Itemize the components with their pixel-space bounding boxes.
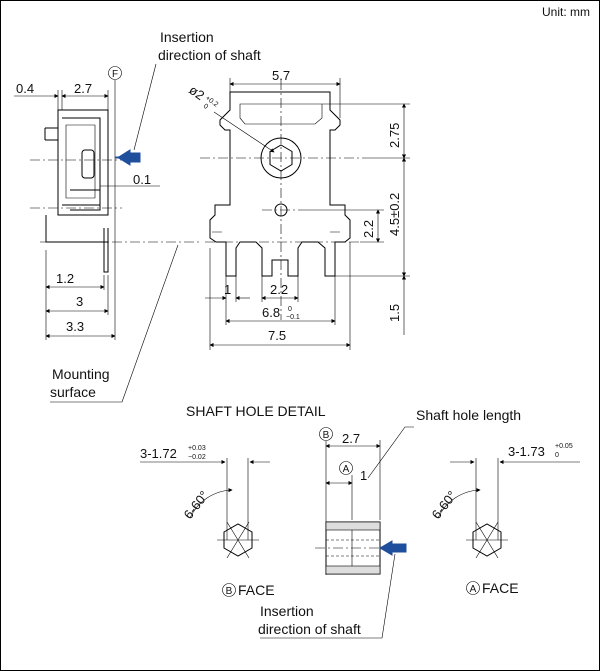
dim-phi2-tol-dn: 0 — [202, 103, 209, 111]
dim-1-detail: 1 — [360, 468, 367, 483]
hex-a-tol-dn: 0 — [555, 452, 559, 459]
dim-2-75: 2.75 — [387, 123, 402, 148]
dim-7-5: 7.5 — [268, 328, 286, 343]
shaft-hole-length-label: Shaft hole length — [416, 407, 521, 423]
insertion-arrow-bottom — [379, 540, 407, 556]
dim-2-2-horizontal: 2.2 — [270, 282, 288, 297]
insertion-arrow-top — [117, 149, 141, 166]
dim-4-5: 4.5±0.2 — [387, 193, 402, 236]
dim-2-7-detail: 2.7 — [342, 431, 360, 446]
marker-b-face: B — [226, 586, 233, 597]
dim-2-7: 2.7 — [74, 81, 92, 96]
hex-a-tol-up: +0.05 — [555, 443, 573, 450]
marker-a-face: A — [470, 584, 477, 595]
marker-b-detail: B — [323, 430, 330, 441]
a-face-label: FACE — [482, 580, 519, 596]
a-face-detail: 3-1.73 +0.05 0 6-60° A FACE — [429, 443, 580, 596]
dim-3-3: 3.3 — [66, 319, 84, 334]
dim-6-8: 6.8 — [262, 305, 280, 320]
shaft-hole-detail-title: SHAFT HOLE DETAIL — [186, 403, 326, 419]
hex-a-dim: 3-1.73 — [508, 444, 545, 459]
dim-0-1: 0.1 — [133, 172, 151, 187]
marker-a-detail: A — [343, 464, 350, 475]
mounting-surface-label: Mounting surface — [50, 366, 113, 400]
dim-6-8-tol-dn: −0.1 — [286, 314, 300, 321]
dim-1: 1 — [224, 282, 231, 297]
insertion-label-bottom: Insertion direction of shaft — [258, 603, 361, 637]
dim-0-4: 0.4 — [16, 81, 34, 96]
dim-2-2-vertical: 2.2 — [361, 220, 376, 238]
hex-b-dim: 3-1.72 — [140, 446, 177, 461]
angle-b: 6-60° — [181, 488, 212, 522]
hex-b-tol-dn: −0.02 — [188, 454, 206, 461]
side-view: 0.4 2.7 F 0.1 1.2 3 3.3 — [14, 66, 200, 340]
insertion-label-top: Insertion direction of shaft — [158, 29, 261, 63]
b-face-detail: 3-1.72 +0.03 −0.02 6-60° B FACE — [140, 445, 275, 598]
marker-f: F — [112, 69, 118, 80]
angle-a: 6-60° — [429, 488, 460, 522]
dim-6-8-tol-up: 0 — [288, 306, 292, 313]
dim-5-7: 5.7 — [272, 68, 290, 83]
hex-b-tol-up: +0.03 — [188, 445, 206, 452]
dim-3: 3 — [76, 294, 83, 309]
dim-1-2: 1.2 — [56, 271, 74, 286]
front-view: 5.7 ø2 +0.2 0 2.75 4.5±0.2 2.2 1.5 1 2. — [186, 68, 410, 350]
dim-phi2: ø2 — [186, 82, 207, 103]
dim-1-5: 1.5 — [387, 304, 402, 322]
b-face-label: FACE — [238, 582, 275, 598]
unit-label: Unit: mm — [542, 5, 590, 19]
shaft-hole-section: B 2.7 A 1 — [315, 427, 407, 575]
